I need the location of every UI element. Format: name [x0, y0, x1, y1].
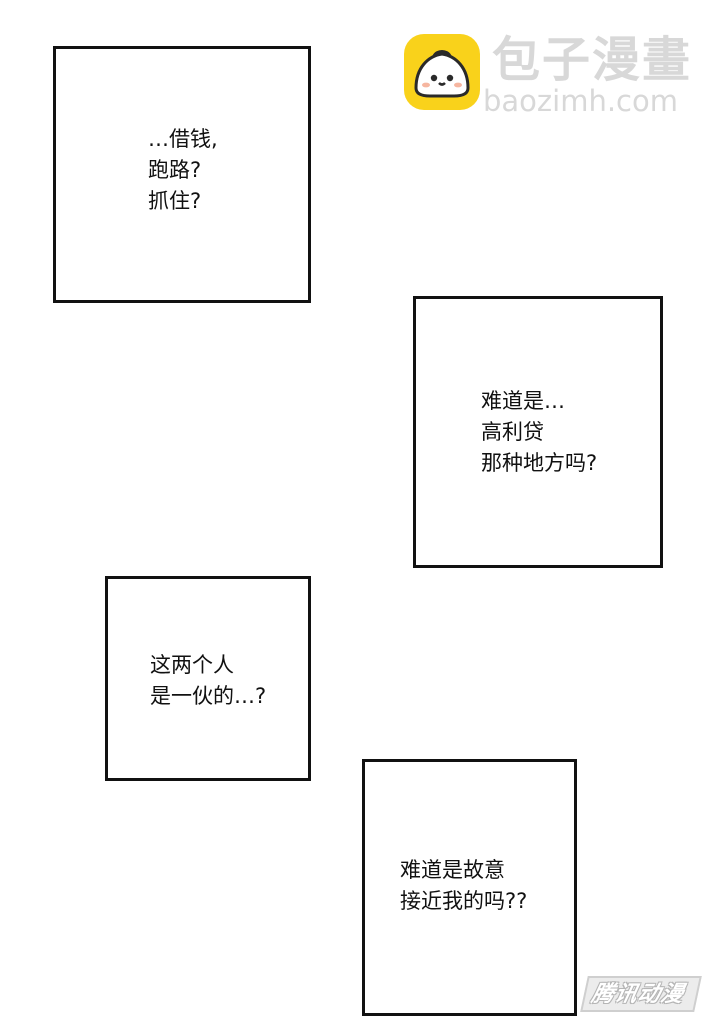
caption-line: 抓住? — [148, 189, 202, 213]
caption-text-1: …借钱, 跑路? 抓住? — [148, 124, 218, 217]
caption-text-4: 难道是故意 接近我的吗?? — [400, 855, 527, 917]
caption-line: 接近我的吗?? — [400, 889, 528, 913]
caption-line: 是一伙的…? — [150, 684, 267, 708]
caption-line: 跑路? — [148, 158, 202, 182]
caption-line: 这两个人 — [150, 653, 234, 677]
publisher-stamp: 腾讯动漫 — [580, 976, 702, 1012]
caption-text-3: 这两个人 是一伙的…? — [150, 650, 266, 712]
caption-panel-1 — [53, 46, 311, 303]
caption-panel-2 — [413, 296, 663, 568]
caption-line: 高利贷 — [481, 420, 544, 444]
caption-line: 难道是… — [481, 389, 565, 413]
caption-panel-3 — [105, 576, 311, 781]
watermark-site-url: baozimh.com — [483, 84, 678, 118]
caption-line: 那种地方吗? — [481, 451, 598, 475]
caption-panel-4 — [362, 759, 577, 1016]
steamed-bun-mascot-icon — [404, 34, 480, 110]
watermark-site-name: 包子漫畫 — [492, 32, 693, 88]
publisher-stamp-text: 腾讯动漫 — [589, 982, 687, 1007]
caption-line: 难道是故意 — [400, 858, 505, 882]
caption-line: …借钱, — [148, 127, 218, 151]
caption-text-2: 难道是… 高利贷 那种地方吗? — [481, 386, 597, 479]
